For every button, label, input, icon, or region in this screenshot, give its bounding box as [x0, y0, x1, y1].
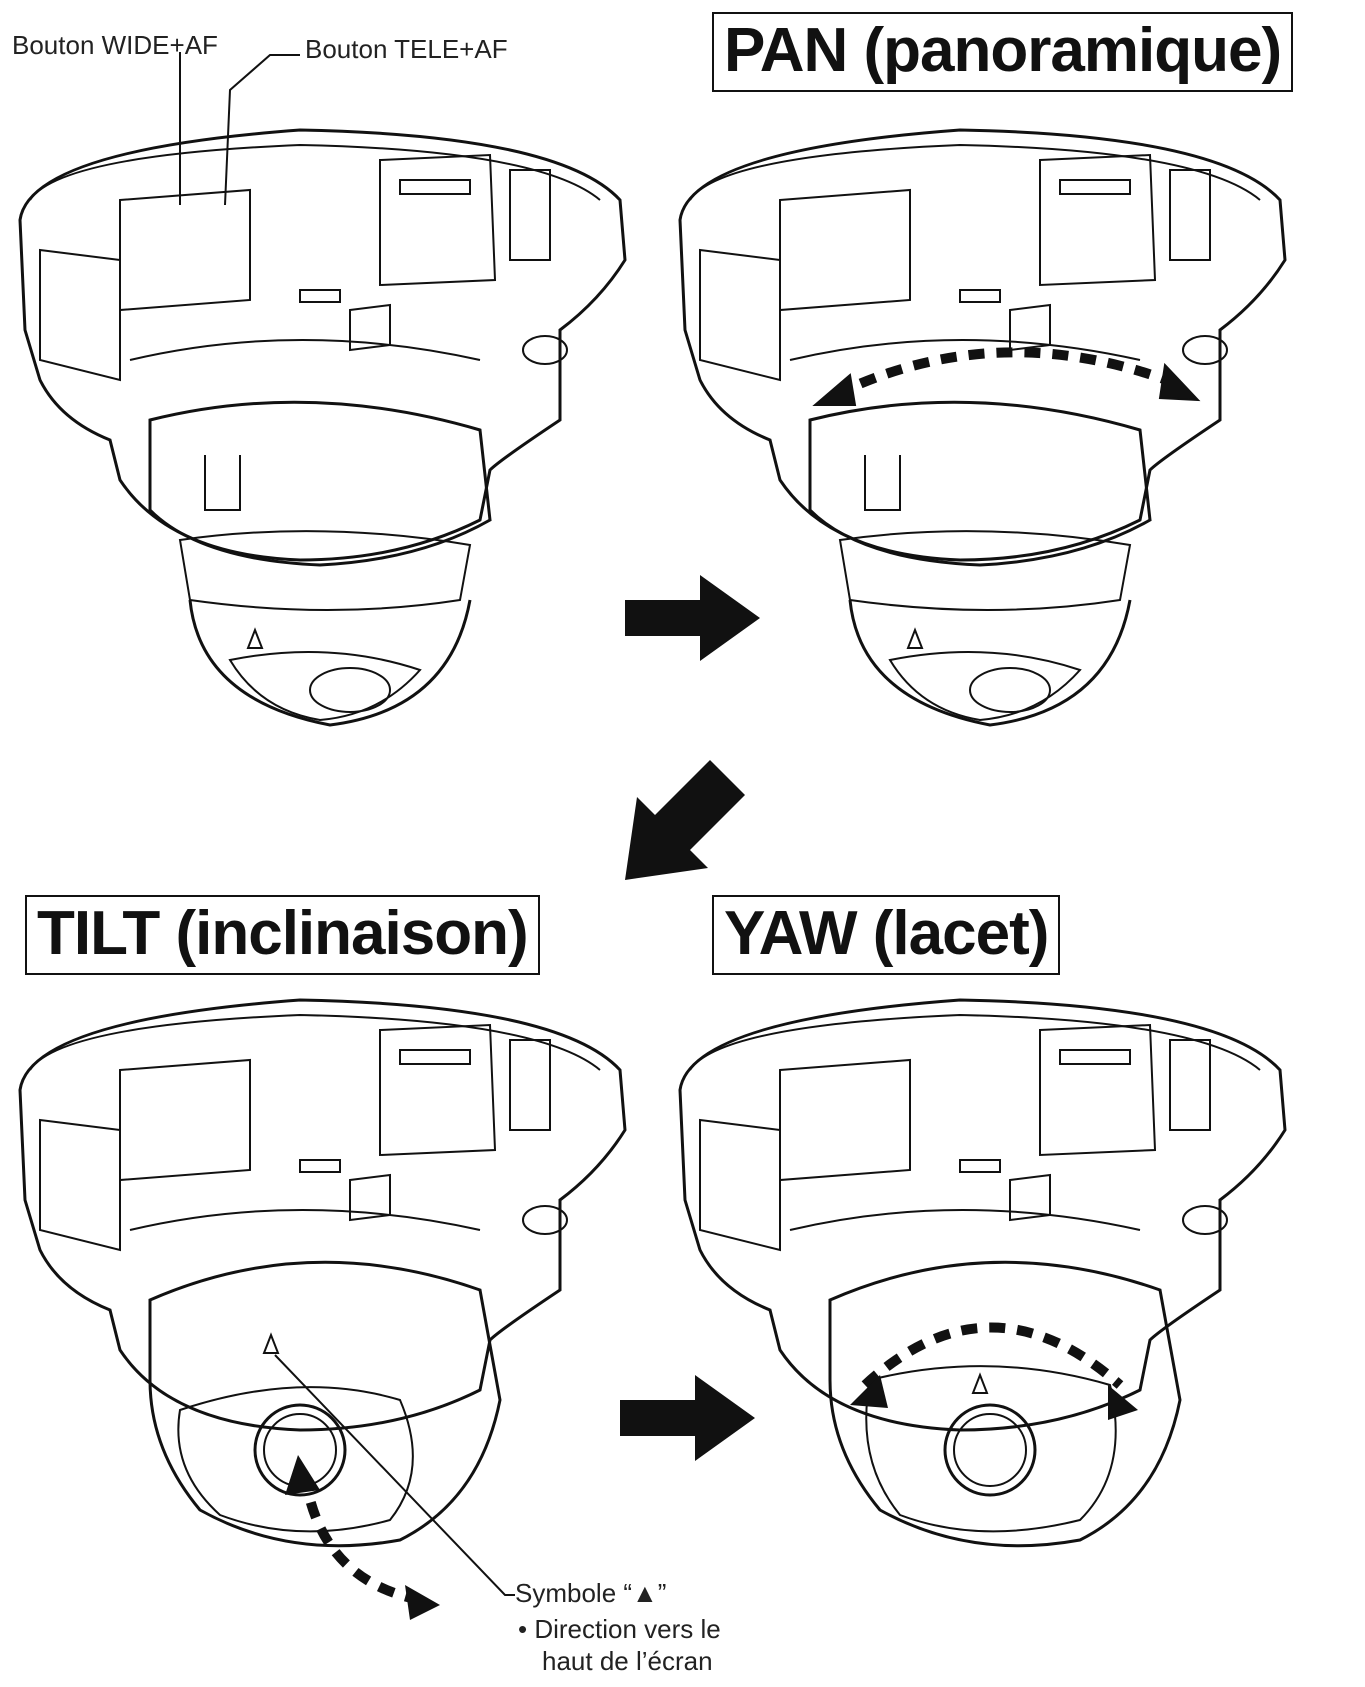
tilt-rotation-arrow — [285, 1455, 440, 1620]
yaw-title: YAW (lacet) — [712, 895, 1061, 975]
tilt-title: TILT (inclinaison) — [25, 895, 540, 975]
dome-yaw — [828, 1260, 1182, 1548]
pan-title: PAN (panoramique) — [712, 12, 1294, 92]
tele-af-leader — [224, 54, 300, 206]
camera-initial — [18, 128, 627, 727]
wide-af-label: Bouton WIDE+AF — [12, 30, 218, 60]
symbol-leader — [274, 1354, 515, 1596]
arrow-down-left-icon — [625, 760, 745, 880]
yaw-rotation-arrow — [850, 1322, 1138, 1420]
symbol-label: Symbole “▲” — [515, 1578, 667, 1608]
arrow-right-icon — [625, 575, 760, 661]
tele-af-label: Bouton TELE+AF — [305, 34, 508, 64]
direction-note-line2: haut de l’écran — [542, 1646, 713, 1676]
direction-note-line1: • Direction vers le — [518, 1614, 721, 1644]
pan-rotation-arrow — [812, 347, 1201, 406]
camera-pan — [678, 128, 1287, 727]
arrow-right-icon-2 — [620, 1375, 755, 1461]
camera-tilt — [18, 998, 627, 1432]
